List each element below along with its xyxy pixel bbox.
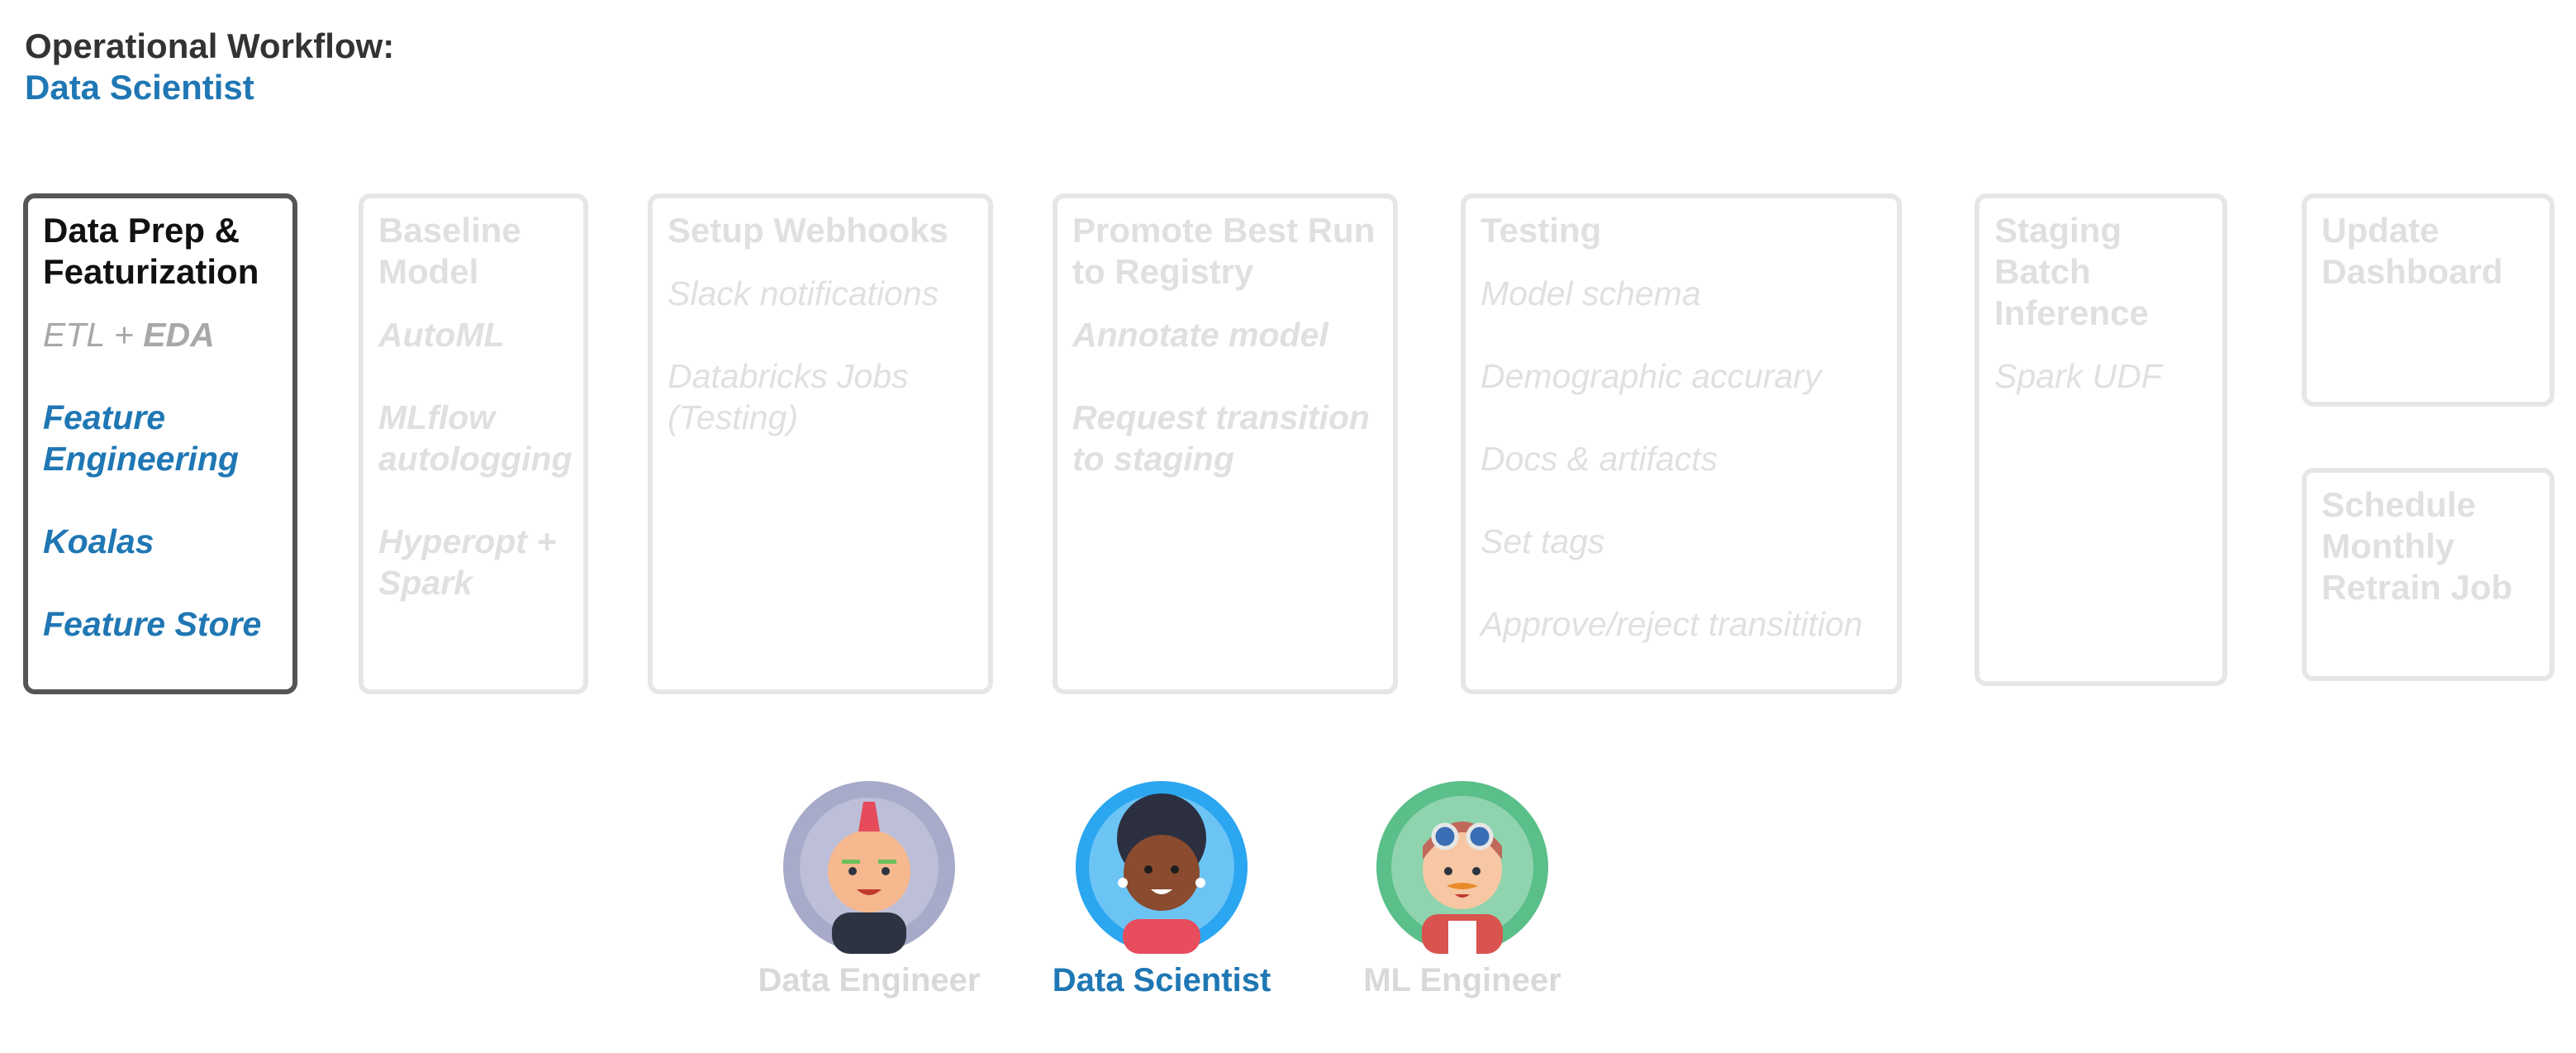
persona-data-scientist[interactable]: Data Scientist xyxy=(1029,780,1294,999)
step-item: Annotate model xyxy=(1072,316,1328,354)
step-item: ETL + EDA xyxy=(43,316,215,354)
step-card-promote-best-run[interactable]: Promote Best Run to Registry Annotate mo… xyxy=(1053,193,1398,694)
step-title: Baseline Model xyxy=(378,211,521,291)
persona-ml-engineer[interactable]: ML Engineer xyxy=(1330,780,1595,999)
step-title: Schedule Monthly Retrain Job xyxy=(2322,485,2513,607)
step-title: Promote Best Run to Registry xyxy=(1072,211,1376,291)
step-item: Koalas xyxy=(43,522,154,560)
persona-name: Data Engineer xyxy=(758,962,981,998)
step-card-schedule-retrain[interactable]: Schedule Monthly Retrain Job xyxy=(2302,468,2555,681)
step-card-data-prep[interactable]: Data Prep & Featurization ETL + EDA Feat… xyxy=(23,193,297,694)
step-item: Demographic accurary xyxy=(1480,357,1822,395)
step-card-update-dashboard[interactable]: Update Dashboard xyxy=(2302,193,2555,407)
step-card-testing[interactable]: Testing Model schema Demographic accurar… xyxy=(1461,193,1902,694)
page-title: Operational Workflow: xyxy=(25,26,395,65)
step-item: Model schema xyxy=(1480,274,1701,312)
page-subtitle: Data Scientist xyxy=(25,68,254,107)
step-title: Update Dashboard xyxy=(2322,211,2503,291)
step-item: Request transition to staging xyxy=(1072,398,1370,478)
step-card-setup-webhooks[interactable]: Setup Webhooks Slack notifications Datab… xyxy=(648,193,993,694)
step-item: Databricks Jobs (Testing) xyxy=(668,357,909,436)
step-item: Hyperopt + Spark xyxy=(378,522,557,602)
step-card-staging-batch-inference[interactable]: Staging Batch Inference Spark UDF xyxy=(1975,193,2227,686)
step-item: Spark UDF xyxy=(1994,357,2162,395)
step-item: Slack notifications xyxy=(668,274,939,312)
data-scientist-avatar xyxy=(1076,781,1248,954)
step-item: Feature Store xyxy=(43,605,262,643)
persona-name: Data Scientist xyxy=(1052,962,1271,998)
step-item: Docs & artifacts xyxy=(1480,440,1718,478)
data-engineer-avatar xyxy=(783,781,955,954)
step-item: MLflow autologging xyxy=(378,398,573,478)
step-item: Feature Engineering xyxy=(43,398,239,478)
step-item: Approve/reject transitition xyxy=(1480,605,1863,643)
step-title: Data Prep & Featurization xyxy=(43,211,259,291)
step-title: Testing xyxy=(1480,211,1602,250)
persona-data-engineer[interactable]: Data Engineer xyxy=(737,780,1001,999)
persona-name: ML Engineer xyxy=(1363,962,1561,998)
ml-engineer-avatar xyxy=(1376,781,1548,954)
step-item: AutoML xyxy=(378,316,505,354)
step-title: Staging Batch Inference xyxy=(1994,211,2149,332)
step-card-baseline-model[interactable]: Baseline Model AutoML MLflow autologging… xyxy=(359,193,588,694)
step-item: Set tags xyxy=(1480,522,1605,560)
step-title: Setup Webhooks xyxy=(668,211,948,250)
